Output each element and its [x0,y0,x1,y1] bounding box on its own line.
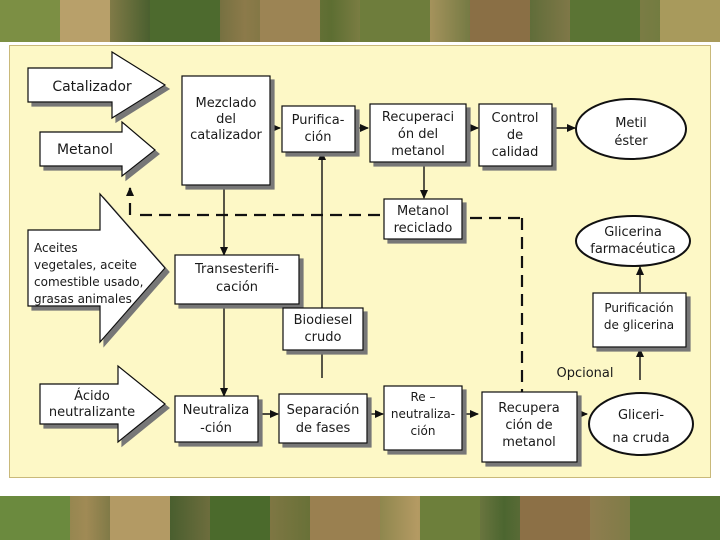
label-glicerina-farm-2: farmacéutica [590,242,676,257]
label-glicerina-cruda-2: na cruda [612,431,669,446]
label-opcional: Opcional [556,366,613,381]
label-purif-glicerina-1: Purificación [604,301,673,315]
label-trans-2: cación [216,280,258,295]
label-purificacion-1: Purifica- [292,113,345,128]
box-reneutralizacion: Re – neutraliza- ción [383,385,463,451]
label-reneutral-3: ción [411,424,436,438]
label-catalizador: Catalizador [52,79,132,95]
box-separacion-fases: Separación de fases [278,393,368,444]
label-recuperacion-top-1: Recuperaci [382,110,454,125]
label-control-1: Control [492,111,539,126]
ellipse-metil-ester: Metil éster [575,98,687,160]
label-recuperacion-top-2: ón del [398,127,438,142]
label-purificacion-2: ción [305,130,332,145]
input-arrow-catalizador: Catalizador [27,50,167,120]
label-glicerina-farm-1: Glicerina [604,225,662,240]
label-metil: Metil [615,116,647,131]
box-metanol-reciclado: Metanol reciclado [383,198,463,240]
label-reneutral-2: neutraliza- [391,407,455,421]
label-glicerina-cruda-1: Gliceri- [618,408,664,423]
top-photo-banner [0,0,720,42]
label-metanol: Metanol [57,142,113,158]
ellipse-glicerina-cruda: Gliceri- na cruda [588,392,694,456]
label-neutralizacion-1: Neutraliza [183,403,249,418]
label-reneutral-1: Re – [411,390,436,404]
label-recuperacion-bottom-1: Recupera [498,401,559,416]
label-aceites-1: Aceites [34,241,78,255]
label-metanol-reciclado-2: reciclado [394,221,453,236]
box-transesterificacion: Transesterifi- cación [174,254,300,305]
box-recuperacion-metanol-bottom: Recupera ción de metanol [481,391,578,463]
dashed-recycle-lines [126,187,524,392]
box-neutralizacion: Neutraliza -ción [174,395,259,443]
label-acido-1: Ácido [74,388,110,404]
input-arrow-acido: Ácido neutralizante [39,364,166,444]
ellipse-glicerina-farmaceutica: Glicerina farmacéutica [575,215,691,267]
box-control-calidad: Control de calidad [478,103,553,167]
label-recuperacion-bottom-2: ción de [505,418,552,433]
label-mezclado-3: catalizador [190,128,262,143]
box-biodiesel-crudo: Biodiesel crudo [282,307,364,351]
input-arrow-aceites: Aceites vegetales, aceite comestible usa… [27,192,166,344]
label-recuperacion-bottom-3: metanol [502,435,556,450]
input-arrow-metanol: Metanol [39,120,156,178]
label-aceites-4: grasas animales [34,292,132,306]
label-mezclado-2: del [216,112,236,127]
label-control-3: calidad [492,145,539,160]
label-metanol-reciclado-1: Metanol [397,204,449,219]
label-biodiesel-1: Biodiesel [294,313,353,328]
label-ester: éster [614,134,648,149]
label-biodiesel-2: crudo [305,330,342,345]
box-purificacion: Purifica- ción [281,105,356,153]
label-separacion-2: de fases [296,421,351,436]
box-purificacion-glicerina: Purificación de glicerina [592,292,687,348]
label-trans-1: Transesterifi- [194,262,279,277]
label-acido-2: neutralizante [49,405,135,420]
label-mezclado-1: Mezclado [196,96,257,111]
label-aceites-2: vegetales, aceite [34,258,137,272]
label-neutralizacion-2: -ción [200,421,232,436]
label-control-2: de [507,128,523,143]
label-separacion-1: Separación [287,403,360,418]
box-mezclado: Mezclado del catalizador [181,75,271,186]
label-recuperacion-top-3: metanol [391,144,445,159]
bottom-photo-banner [0,496,720,540]
label-aceites-3: comestible usado, [34,275,143,289]
box-recuperacion-metanol-top: Recuperaci ón del metanol [369,103,467,163]
label-purif-glicerina-2: de glicerina [604,318,674,332]
